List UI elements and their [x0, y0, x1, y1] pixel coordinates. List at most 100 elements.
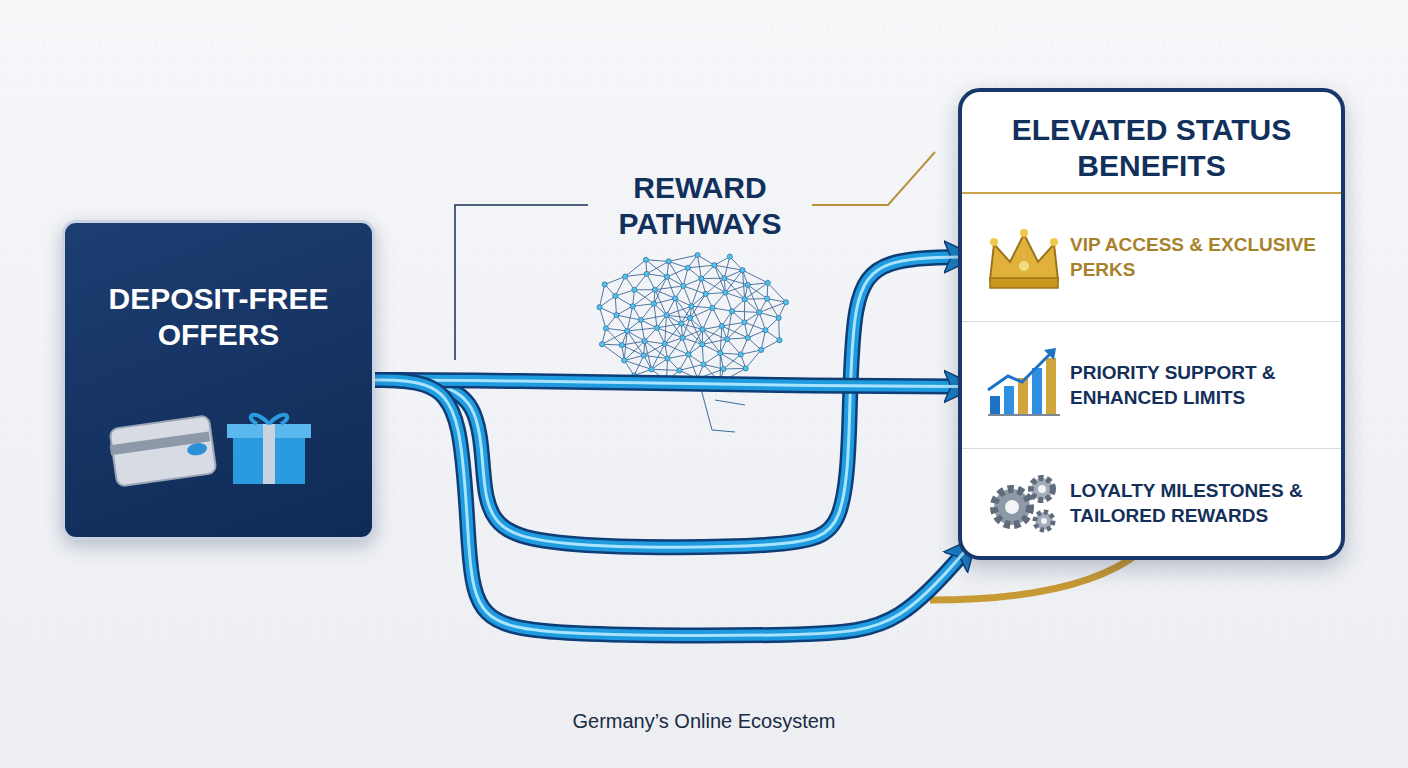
network-link — [712, 308, 721, 326]
network-link — [725, 293, 732, 312]
crown-icon — [984, 228, 1064, 292]
network-link — [600, 284, 605, 307]
network-link — [681, 324, 702, 345]
brain-network — [597, 252, 789, 432]
box-title: DEPOSIT-FREE OFFERS — [79, 281, 359, 353]
network-link — [720, 353, 740, 354]
network-link — [691, 279, 701, 307]
network-node — [783, 300, 788, 305]
network-node — [695, 252, 700, 257]
network-link — [712, 293, 725, 308]
network-link — [605, 277, 625, 285]
connector-outline — [373, 380, 976, 636]
network-link — [625, 260, 646, 277]
network-link — [746, 350, 761, 368]
benefit-text: VIP ACCESS & EXCLUSIVE PERKS — [1070, 233, 1320, 282]
network-link — [702, 344, 703, 364]
benefit-row: PRIORITY SUPPORT & ENHANCED LIMITS — [962, 324, 1341, 449]
network-link — [683, 279, 701, 286]
network-link — [706, 293, 726, 294]
network-link — [745, 298, 767, 300]
network-node — [597, 305, 602, 310]
network-node — [625, 328, 630, 333]
network-link — [727, 338, 748, 339]
network-node — [679, 321, 684, 326]
network-link — [665, 315, 667, 344]
benefit-text: LOYALTY MILESTONES & TAILORED REWARDS — [1070, 479, 1320, 528]
network-node — [664, 274, 669, 279]
network-node — [745, 335, 750, 340]
network-node — [700, 327, 705, 332]
network-link — [647, 261, 669, 273]
network-link — [704, 353, 721, 364]
network-link — [654, 298, 675, 303]
network-link — [683, 329, 703, 337]
network-link — [657, 324, 681, 328]
network-node — [721, 366, 726, 371]
network-node — [665, 356, 670, 361]
network-link — [641, 320, 645, 341]
network-link — [761, 340, 779, 350]
network-node — [677, 368, 682, 373]
network-node — [685, 265, 690, 270]
connector-glow — [373, 380, 976, 387]
network-link — [667, 268, 688, 277]
network-link — [627, 306, 632, 331]
network-node — [687, 315, 692, 320]
network-node — [644, 271, 649, 276]
network-node — [765, 296, 770, 301]
network-link — [606, 328, 622, 345]
benefit-row: VIP ACCESS & EXCLUSIVE PERKS — [962, 192, 1341, 322]
network-link — [748, 283, 768, 285]
network-link — [634, 290, 654, 304]
network-node — [719, 323, 724, 328]
network-link — [743, 270, 768, 283]
network-link — [669, 255, 698, 261]
flow-connector — [373, 380, 976, 636]
network-node — [632, 287, 637, 292]
network-link — [627, 331, 644, 341]
network-link — [768, 283, 786, 302]
network-link — [704, 364, 724, 369]
network-link — [622, 345, 644, 355]
network-link — [683, 286, 705, 294]
network-link — [744, 299, 745, 322]
network-link — [691, 306, 702, 329]
network-node — [699, 276, 704, 281]
network-link — [655, 286, 683, 290]
network-node — [614, 313, 619, 318]
network-node — [623, 274, 628, 279]
network-link — [624, 360, 651, 369]
offer-icons — [105, 408, 325, 488]
network-link — [644, 355, 668, 358]
network-node — [680, 335, 685, 340]
network-node — [622, 358, 627, 363]
network-link — [665, 344, 689, 355]
chart-icon — [986, 344, 1066, 420]
network-node — [602, 282, 607, 287]
network-link — [683, 338, 703, 345]
network-link — [646, 260, 669, 262]
network-node — [765, 280, 770, 285]
network-link — [651, 369, 679, 370]
connector-outline — [373, 380, 976, 387]
connector-line — [373, 380, 976, 636]
network-node — [743, 366, 748, 371]
network-link — [723, 354, 740, 369]
network-node — [745, 282, 750, 287]
panel-heading: ELEVATED STATUS BENEFITS — [987, 112, 1317, 184]
network-link — [691, 306, 712, 308]
network-node — [662, 341, 667, 346]
network-link — [701, 278, 724, 280]
network-link — [732, 311, 759, 312]
network-link — [702, 339, 727, 344]
network-node — [603, 326, 608, 331]
network-node — [664, 313, 669, 318]
network-node — [619, 342, 624, 347]
network-link — [712, 308, 731, 311]
network-node — [681, 283, 686, 288]
network-link — [720, 326, 722, 353]
network-node — [630, 304, 635, 309]
network-link — [745, 299, 760, 312]
